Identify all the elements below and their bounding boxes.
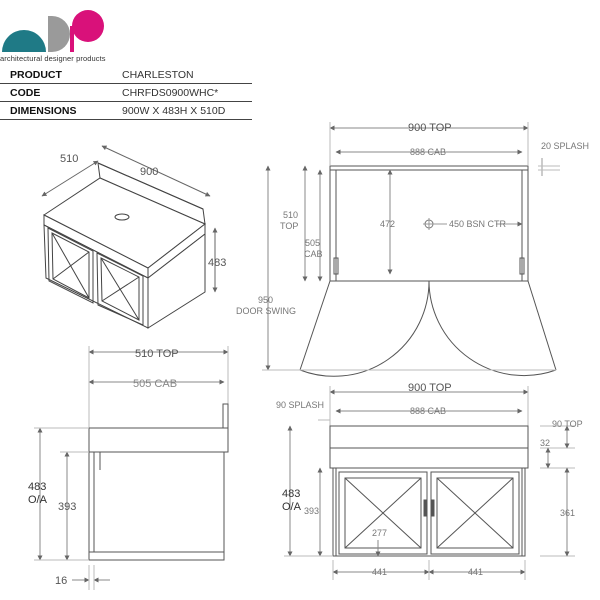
plan-top-depth-label: TOP xyxy=(280,221,298,231)
front-top-width: 900 TOP xyxy=(408,382,452,394)
spec-label: DIMENSIONS xyxy=(0,101,112,120)
spec-row-dimensions: DIMENSIONS 900W X 483H X 510D xyxy=(0,101,252,120)
side-top-depth: 510 TOP xyxy=(135,348,179,360)
iso-width-label: 900 xyxy=(140,166,158,178)
spec-label: CODE xyxy=(0,83,112,102)
front-door-right: 441 xyxy=(468,567,483,577)
logo-pink-mark xyxy=(72,10,104,42)
spec-table: PRODUCT CHARLESTON CODE CHRFDS0900WHC* D… xyxy=(0,66,252,120)
plan-view xyxy=(262,122,560,377)
isometric-view xyxy=(41,145,218,329)
spec-label: PRODUCT xyxy=(0,66,112,84)
side-cab-height: 393 xyxy=(58,501,76,513)
spec-row-code: CODE CHRFDS0900WHC* xyxy=(0,83,252,102)
front-cab-width: 888 CAB xyxy=(410,406,446,416)
spec-value: CHRFDS0900WHC* xyxy=(112,83,252,102)
plan-splash: 20 SPLASH xyxy=(541,141,589,151)
side-view xyxy=(34,346,229,590)
front-overall-height: 483 xyxy=(282,488,300,500)
plan-basin-centre-label: 450 BSN CTR xyxy=(449,219,507,229)
side-overall-height: 483 xyxy=(28,481,46,493)
spec-row-product: PRODUCT CHARLESTON xyxy=(0,66,252,84)
front-splash: 90 SPLASH xyxy=(276,400,324,410)
brand-tagline: architectural designer products xyxy=(0,54,106,63)
spec-value: CHARLESTON xyxy=(112,66,252,84)
plan-cab-width: 888 CAB xyxy=(410,147,446,157)
iso-depth-label: 510 xyxy=(60,153,78,165)
side-overall-height-label: O/A xyxy=(28,494,48,506)
iso-height-label: 483 xyxy=(208,257,226,269)
front-overall-height-label: O/A xyxy=(282,501,302,513)
adp-logo xyxy=(2,10,104,52)
spec-value: 900W X 483H X 510D xyxy=(112,101,252,120)
side-cab-depth: 505 CAB xyxy=(133,378,177,390)
plan-cab-depth: 505 xyxy=(305,238,320,248)
front-gap: 32 xyxy=(540,438,550,448)
front-handle-width: 277 xyxy=(372,528,387,538)
plan-door-swing: 950 xyxy=(258,295,273,305)
front-view xyxy=(284,386,575,580)
plan-top-depth: 510 xyxy=(283,210,298,220)
front-top-thickness: 90 TOP xyxy=(552,419,583,429)
front-door-left: 441 xyxy=(372,567,387,577)
plan-basin-offset: 472 xyxy=(380,219,395,229)
iso-basin xyxy=(114,213,130,221)
logo-teal-mark xyxy=(2,30,46,52)
logo-grey-mark xyxy=(48,16,70,52)
plan-top-width: 900 TOP xyxy=(408,122,452,134)
front-door-height: 361 xyxy=(560,508,575,518)
plan-cab-depth-label: CAB xyxy=(304,249,323,259)
plan-door-swing-label: DOOR SWING xyxy=(236,306,296,316)
side-toe: 16 xyxy=(55,575,67,587)
front-cab-height: 393 xyxy=(304,506,319,516)
